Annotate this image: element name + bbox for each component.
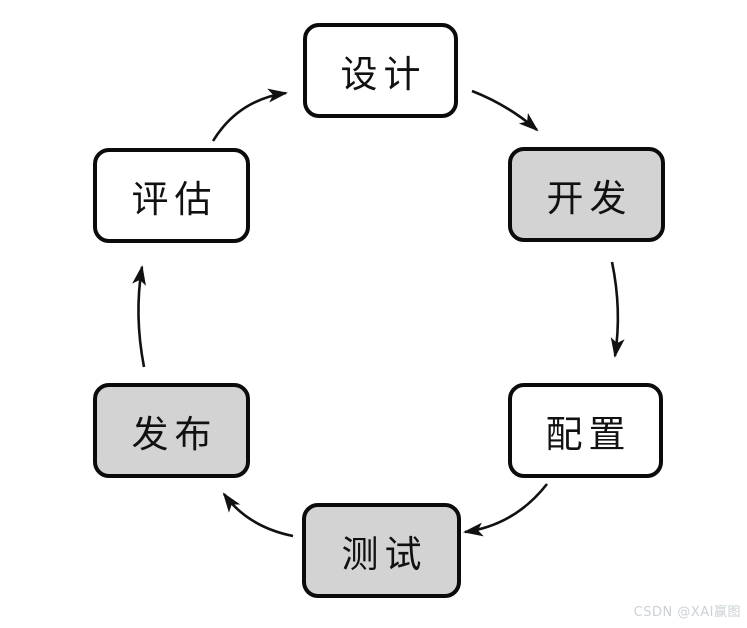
node-evaluate-label: 评估 — [131, 179, 218, 221]
node-configure-label: 配置 — [545, 414, 632, 456]
arrow-configure-to-test — [463, 483, 549, 537]
watermark: CSDN @XAI赢图 — [633, 605, 741, 620]
node-develop: 开发 — [508, 147, 665, 242]
node-configure: 配置 — [508, 383, 663, 478]
node-test: 测试 — [302, 503, 461, 598]
node-design: 设计 — [303, 23, 458, 118]
arrow-evaluate-to-design — [211, 88, 288, 142]
arrow-release-to-evaluate — [132, 265, 146, 368]
node-test-label: 测试 — [341, 534, 428, 576]
arrow-design-to-develop — [471, 89, 539, 132]
node-evaluate: 评估 — [93, 148, 250, 243]
node-release: 发布 — [93, 383, 250, 478]
node-design-label: 设计 — [340, 54, 427, 96]
arrow-develop-to-configure — [610, 261, 625, 358]
arrow-test-to-release — [222, 492, 294, 538]
node-develop-label: 开发 — [546, 178, 633, 220]
node-release-label: 发布 — [131, 414, 218, 456]
